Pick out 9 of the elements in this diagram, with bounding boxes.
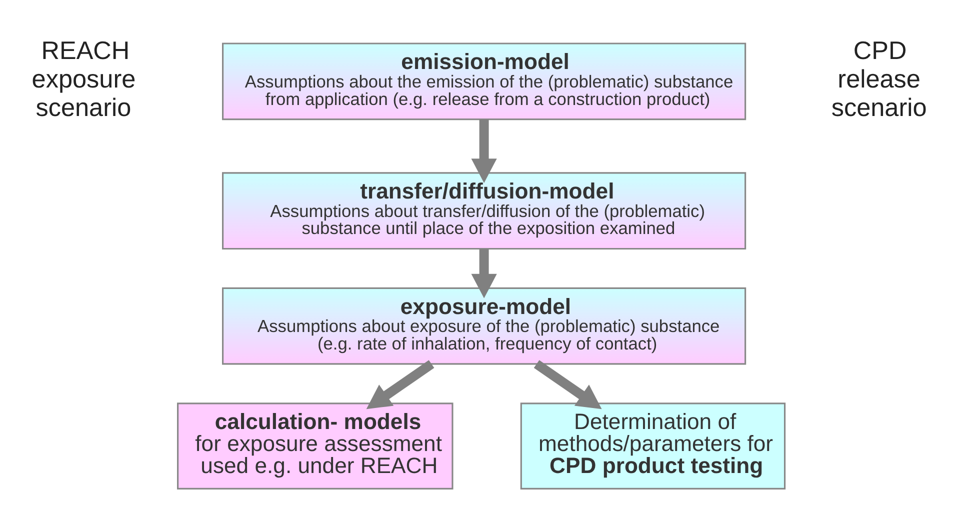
arrow xyxy=(471,248,497,298)
node-box: Determination of methods/parameters for CPD product testing xyxy=(520,402,786,489)
arrow xyxy=(471,119,497,183)
node-box: emission-model Assumptions about the emission of the (problematic) substance from application (e.g. release from a construction product) xyxy=(222,42,746,120)
node-box: exposure-model Assumptions about exposure of the (problematic) substance (e.g. rate of inhalation, frequency of contact) xyxy=(222,286,746,364)
node-box: transfer/diffusion-model Assumptions about transfer/diffusion of the (problematic) substance until place of the exposition examined xyxy=(222,172,746,250)
label: CPD release scenario xyxy=(831,36,927,122)
node-box: calculation- models for exposure assessment used e.g. under REACH xyxy=(177,402,454,489)
label: REACH exposure scenario xyxy=(32,36,136,122)
